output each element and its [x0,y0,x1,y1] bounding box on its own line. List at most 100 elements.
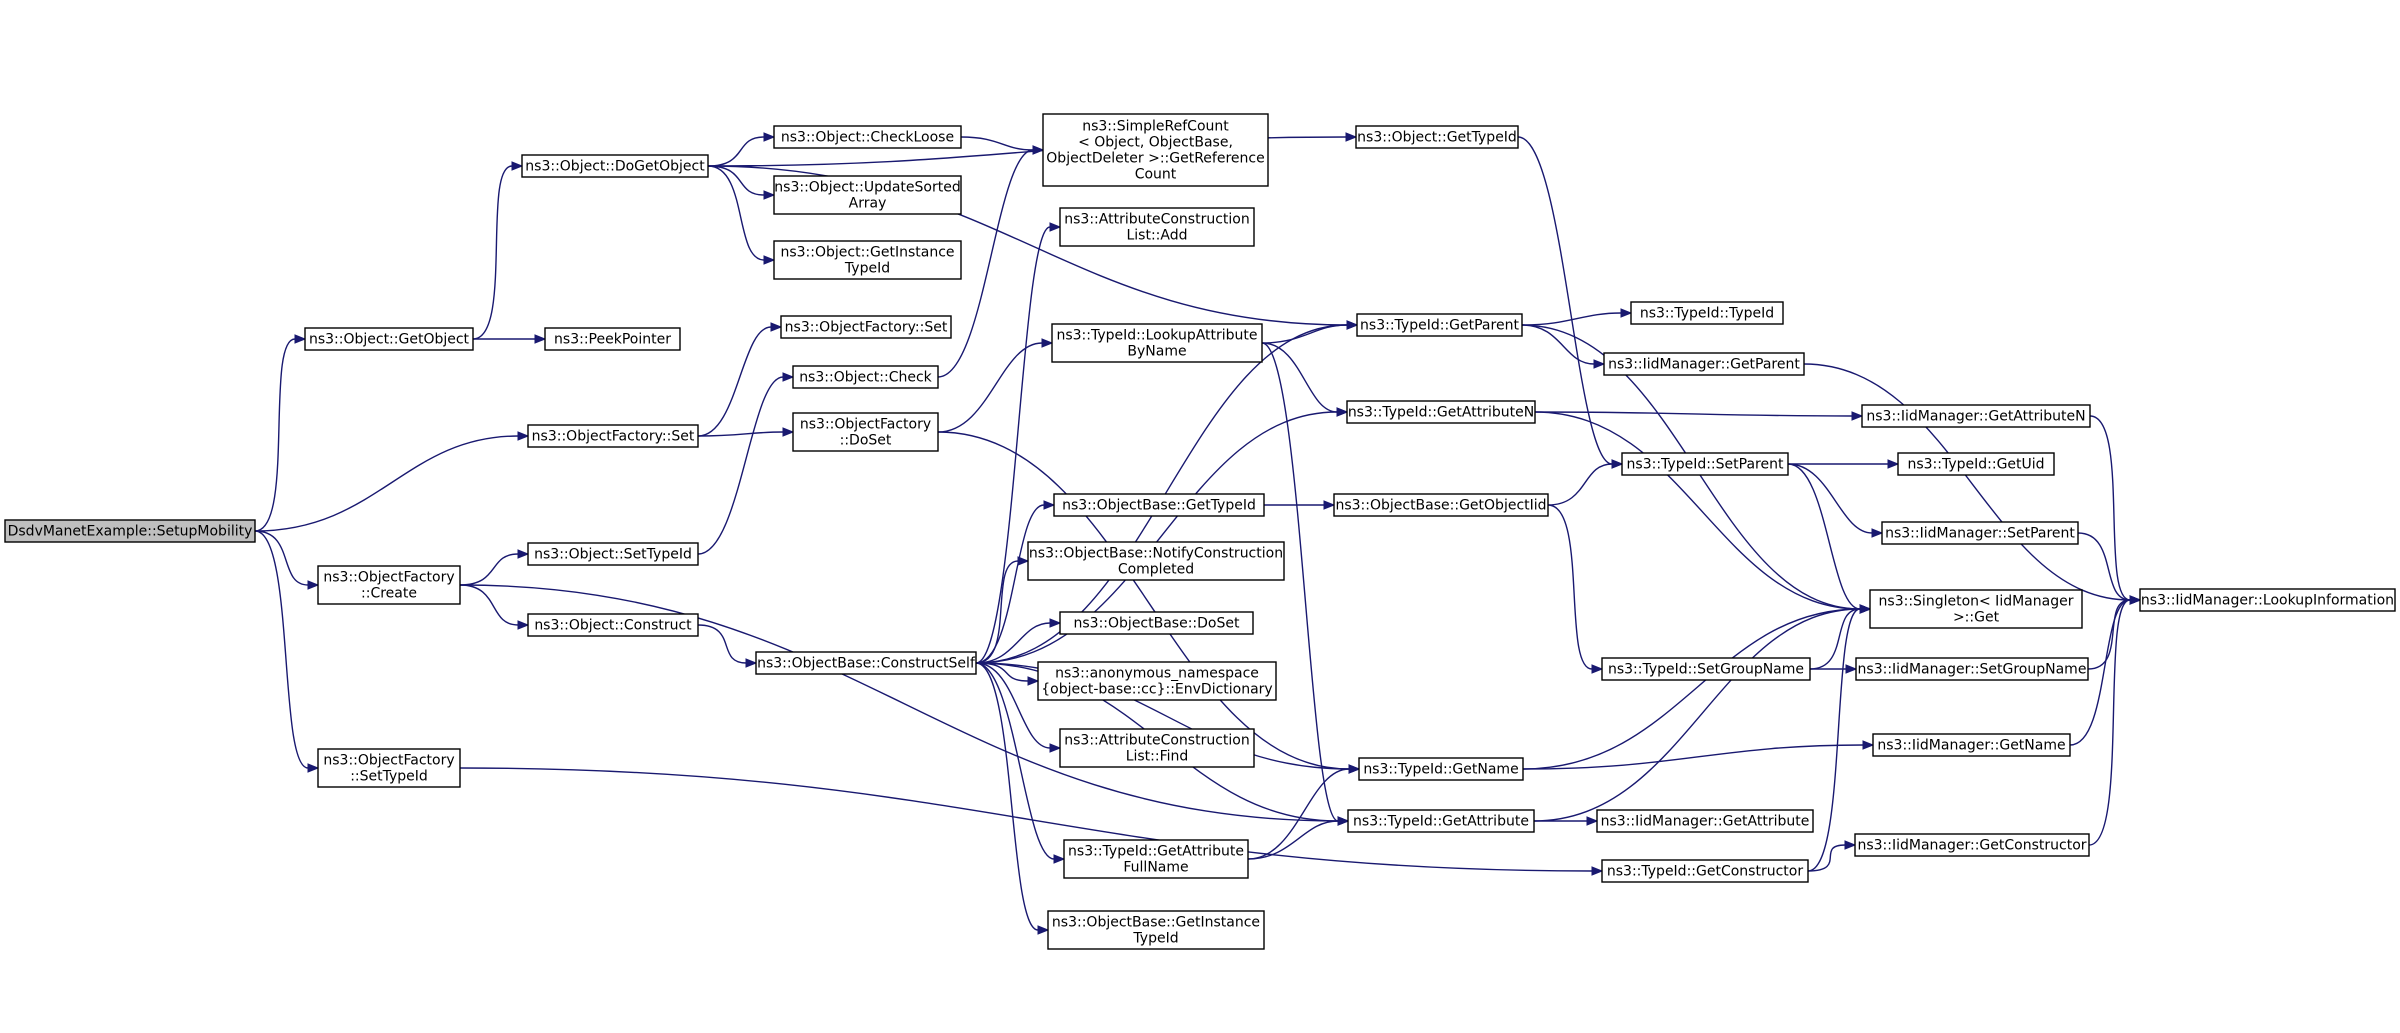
node-box [1347,809,1535,833]
arrowhead [1851,411,1864,421]
edge-line [254,530,309,586]
node-isetgroup[interactable]: ns3::IidManager::SetGroupName [1855,657,2089,681]
arrowhead [1346,320,1359,330]
node-tgetattrn[interactable]: ns3::TypeId::GetAttributeN [1346,400,1536,424]
node-peek[interactable]: ns3::PeekPointer [544,327,681,351]
arrowhead [307,763,320,773]
call-edge-igetparent-to-lookupinfo [1803,363,2142,605]
edge-line [1533,608,1861,822]
node-igetattrn[interactable]: ns3::IidManager::GetAttributeN [1861,404,2091,428]
node-label: List::Add [1126,228,1187,244]
arrowhead [1043,500,1056,510]
edge-line [1261,324,1348,344]
call-edge-doget-to-checkloose [707,132,776,167]
node-ofcreate[interactable]: ns3::ObjectFactory::Create [317,565,461,605]
node-ofset[interactable]: ns3::ObjectFactory::Set [527,424,699,448]
call-edge-ofsettypeid-to-tgetctor [459,767,1604,876]
node-box [773,175,962,215]
node-notify[interactable]: ns3::ObjectBase::NotifyConstructionCompl… [1027,541,1285,581]
node-tgetattr[interactable]: ns3::TypeId::GetAttribute [1347,809,1535,833]
edge-line [1261,342,1338,413]
node-obgettypeid[interactable]: ns3::ObjectBase::GetTypeId [1053,493,1265,517]
node-tsetgroup[interactable]: ns3::TypeId::SetGroupName [1601,657,1811,681]
node-label: ns3::ObjectFactory::Set [532,429,695,445]
call-edge-dosetof-to-lookupattr [937,338,1054,433]
node-checkloose[interactable]: ns3::Object::CheckLoose [773,125,962,149]
call-edge-ofcreate-to-objsettypeid [459,549,530,586]
node-construct[interactable]: ns3::Object::Construct [527,613,699,637]
node-tsetparent[interactable]: ns3::TypeId::SetParent [1621,452,1789,476]
node-tgetparent[interactable]: ns3::TypeId::GetParent [1356,313,1523,337]
node-label: ns3::TypeId::SetParent [1627,457,1784,473]
node-tgetctor[interactable]: ns3::TypeId::GetConstructor [1601,859,1809,883]
node-box [1855,657,2089,681]
node-igetattr[interactable]: ns3::IidManager::GetAttribute [1596,809,1814,833]
node-getobjectiid[interactable]: ns3::ObjectBase::GetObjectIid [1333,493,1549,517]
arrowhead [1620,308,1633,318]
node-label: DsdvManetExample::SetupMobility [8,524,253,540]
edge-line [975,560,1019,664]
node-igetname[interactable]: ns3::IidManager::GetName [1872,733,2071,757]
call-edge-root-to-getobject [254,334,307,532]
node-root[interactable]: DsdvManetExample::SetupMobility [4,519,256,543]
call-graph-nodes: DsdvManetExample::SetupMobilityns3::Obje… [4,113,2396,950]
call-edge-tgetattrn-to-singleton [1534,411,1872,614]
node-label: ns3::Object::CheckLoose [781,130,954,146]
edge-line [254,338,296,532]
node-ofsettypeid[interactable]: ns3::ObjectFactory::SetTypeId [317,748,461,788]
node-isetparent[interactable]: ns3::IidManager::SetParent [1881,521,2079,545]
edge-line [459,553,519,586]
edge-line [975,411,1338,664]
node-box [1601,859,1809,883]
node-getobject[interactable]: ns3::Object::GetObject [304,327,474,351]
edge-line [459,584,519,626]
node-singleton[interactable]: ns3::Singleton< IidManager>::Get [1869,589,2083,629]
node-label: ns3::TypeId::GetConstructor [1607,864,1803,880]
arrowhead [1323,500,1336,510]
node-objsettypeid[interactable]: ns3::Object::SetTypeId [527,542,699,566]
node-box [1603,352,1805,376]
node-obdoset[interactable]: ns3::ObjectBase::DoSet [1059,611,1254,635]
node-label: ns3::TypeId::SetGroupName [1608,662,1804,678]
node-lookupinfo[interactable]: ns3::IidManager::LookupInformation [2139,588,2396,612]
node-label: Array [849,196,887,212]
node-label: ns3::IidManager::GetAttributeN [1866,409,2085,425]
node-tgetuid[interactable]: ns3::TypeId::GetUid [1897,452,2055,476]
node-envdict[interactable]: ns3::anonymous_namespace{object-base::cc… [1037,661,1277,701]
edge-line [975,662,1051,749]
node-label: ns3::TypeId::LookupAttribute [1056,328,1257,344]
node-label: ns3::IidManager::GetConstructor [1857,838,2086,854]
edge-line [1807,844,1846,872]
call-edge-obgettypeid-to-getobjectiid [1264,500,1336,510]
node-igetctor[interactable]: ns3::IidManager::GetConstructor [1854,833,2090,857]
node-box [4,519,256,543]
node-ttypeid[interactable]: ns3::TypeId::TypeId [1630,301,1784,325]
edge-line [1534,411,1861,610]
node-dosetof[interactable]: ns3::ObjectFactory::DoSet [792,412,939,452]
node-refcount[interactable]: ns3::SimpleRefCount< Object, ObjectBase,… [1042,113,1269,187]
edge-line [1547,463,1613,506]
call-edge-construct-to-constructself [697,624,758,668]
node-constructself[interactable]: ns3::ObjectBase::ConstructSelf [755,651,977,675]
arrowhead [1611,459,1624,469]
edge-line [707,165,1348,326]
edge-line [1517,136,1613,465]
node-tgetname[interactable]: ns3::TypeId::GetName [1358,757,1524,781]
node-label: {object-base::cc}::EnvDictionary [1041,682,1272,698]
node-doget[interactable]: ns3::Object::DoGetObject [521,154,709,178]
edge-line [2087,599,2131,670]
node-objgettypeid[interactable]: ns3::Object::GetTypeId [1355,125,1519,149]
node-ofset2[interactable]: ns3::ObjectFactory::Set [780,315,952,339]
edge-line [1807,608,1861,872]
node-igetparent[interactable]: ns3::IidManager::GetParent [1603,352,1805,376]
node-label: ns3::ObjectBase::NotifyConstruction [1029,546,1283,562]
node-check[interactable]: ns3::Object::Check [792,365,939,389]
arrowhead [1337,816,1350,826]
